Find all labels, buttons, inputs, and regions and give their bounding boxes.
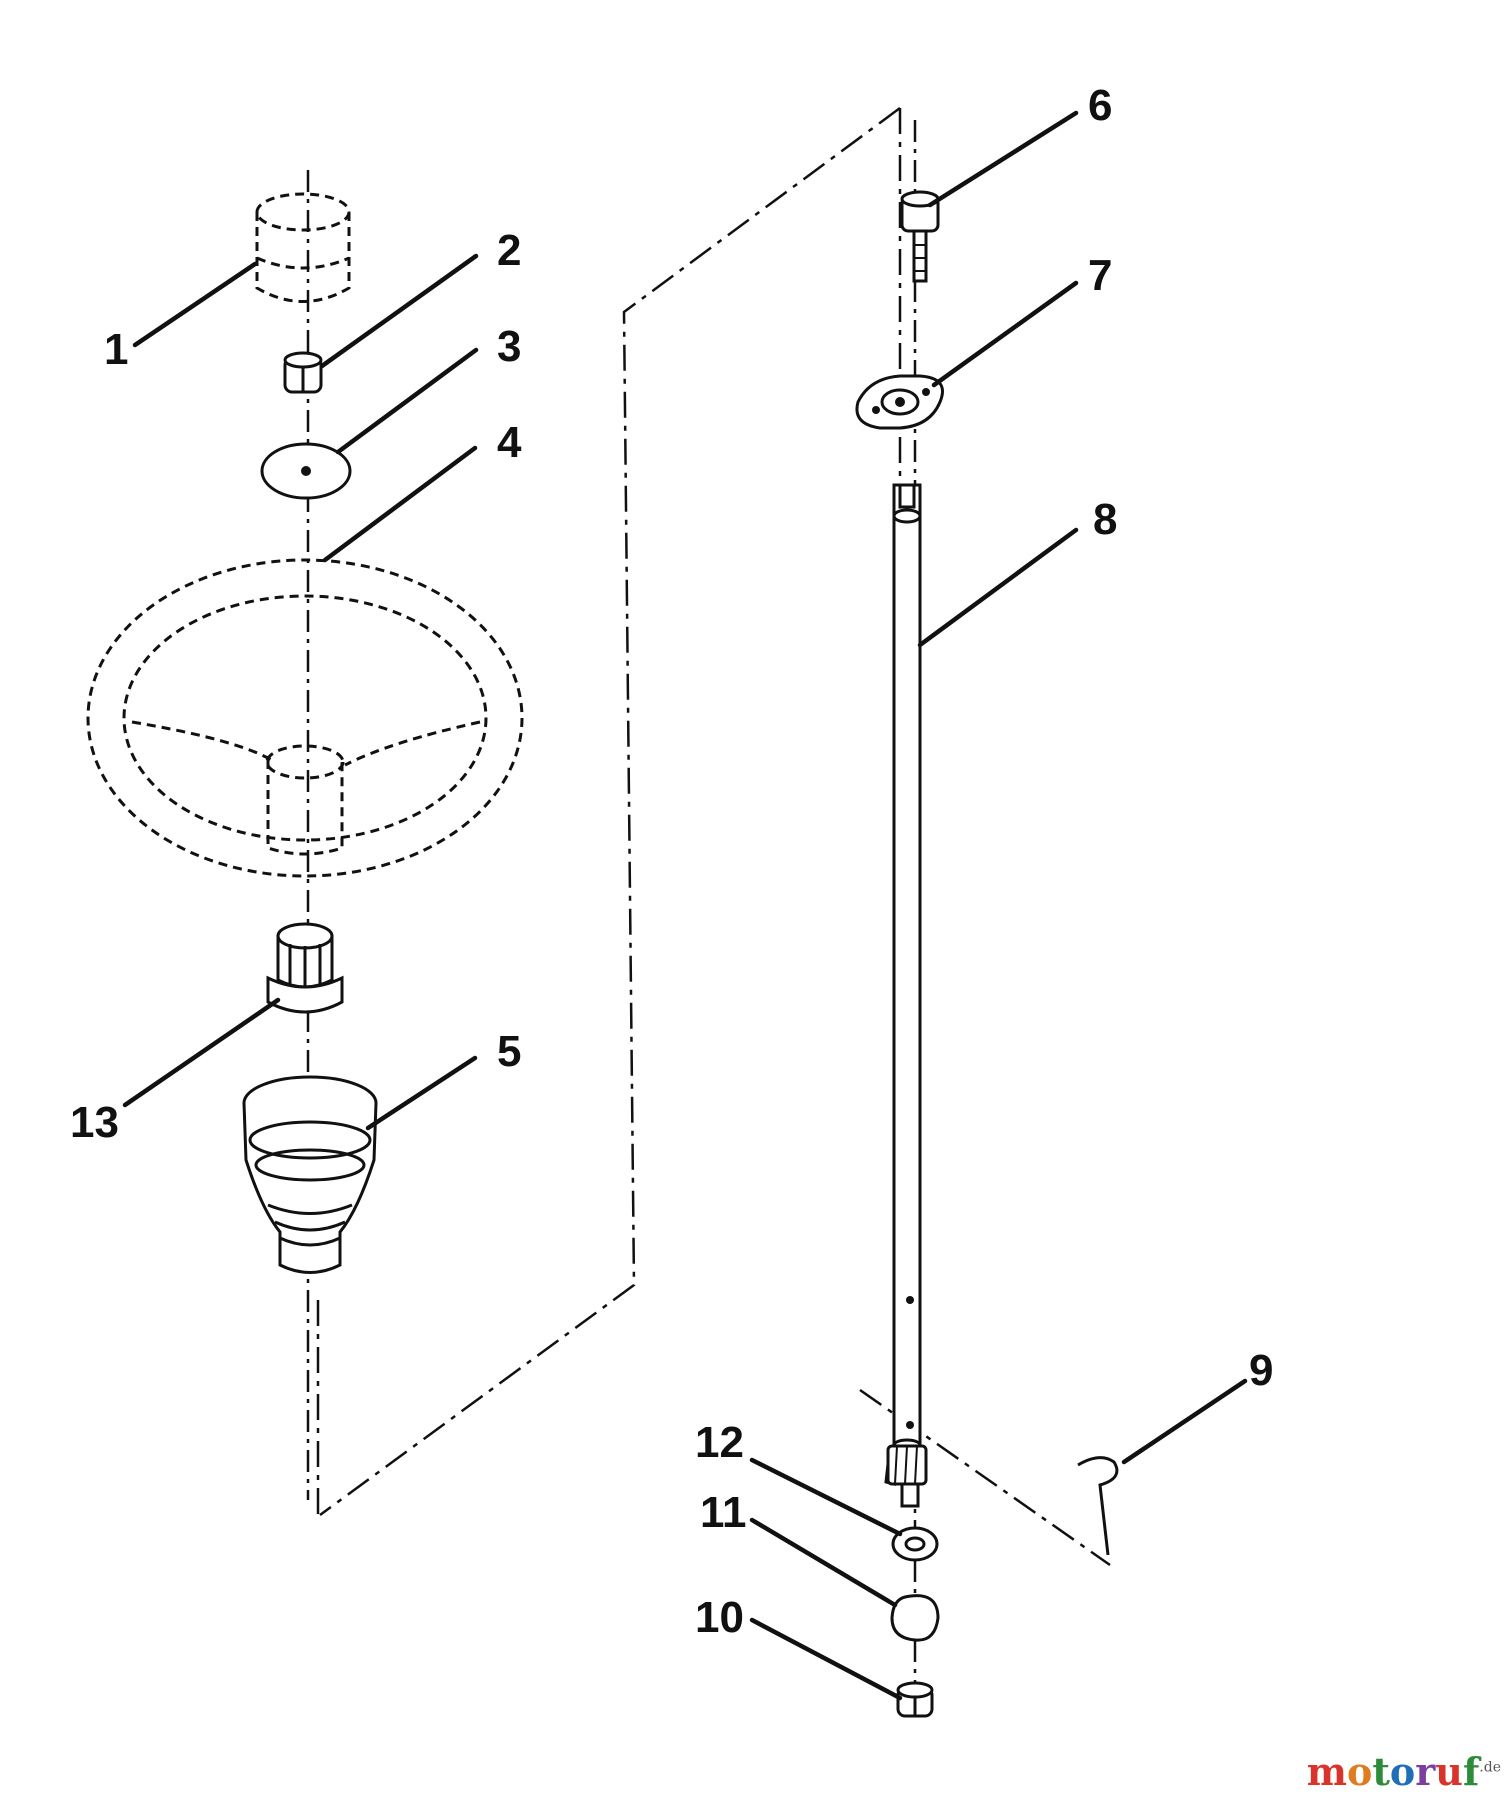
leader-2 (319, 253, 479, 369)
callout-11: 11 (700, 1488, 747, 1537)
leader-1 (132, 261, 258, 348)
part-3-washer (260, 442, 352, 500)
leader-13 (122, 997, 281, 1108)
callout-1: 1 (104, 325, 128, 374)
part-12-washer (891, 1526, 939, 1562)
leader-8 (917, 527, 1079, 648)
callout-13: 13 (70, 1098, 119, 1147)
part-6-bolt (900, 190, 940, 283)
leader-5 (365, 1055, 478, 1131)
leader-9 (1121, 1378, 1248, 1465)
part-10-nut (896, 1681, 934, 1718)
leader-3 (335, 347, 479, 455)
callout-5: 5 (497, 1027, 521, 1076)
watermark-letter: u (1435, 1749, 1463, 1794)
part-11-snap-ring (890, 1594, 940, 1642)
mounting-plane-outline (316, 106, 1111, 1567)
watermark-letter: t (1372, 1749, 1390, 1794)
callout-8: 8 (1093, 495, 1117, 544)
leader-lines (122, 110, 1248, 1701)
leader-11 (749, 1517, 898, 1608)
part-5-column-boot (242, 1075, 378, 1274)
callout-12: 12 (695, 1418, 744, 1467)
callout-4: 4 (497, 418, 522, 467)
pinion-gear (884, 1444, 928, 1508)
watermark-letter: o (1389, 1749, 1416, 1794)
watermark-letter: r (1415, 1749, 1436, 1794)
motoruf-watermark-logo: motoruf.de (1307, 1749, 1501, 1794)
leader-7 (931, 280, 1079, 388)
callout-3: 3 (497, 322, 521, 371)
callout-10: 10 (695, 1593, 744, 1642)
part-9-hairpin-clip (1077, 1456, 1119, 1556)
part-1-horn-cap (255, 192, 351, 303)
leader-10 (749, 1617, 903, 1701)
part-7-flange-bearing (855, 374, 944, 430)
part-8-steering-shaft (892, 483, 922, 1452)
part-13-spline-adapter (266, 922, 344, 1014)
watermark-wordmark: motoruf (1307, 1749, 1480, 1794)
watermark-letter: o (1346, 1749, 1373, 1794)
watermark-letter: f (1462, 1749, 1480, 1794)
callout-6: 6 (1088, 81, 1112, 130)
leader-6 (927, 110, 1079, 208)
part-4-steering-wheel (86, 558, 524, 878)
watermark-tld: .de (1479, 1759, 1501, 1776)
callout-7: 7 (1088, 251, 1112, 300)
callout-labels: 1 2 3 4 5 13 6 7 8 9 12 11 10 (70, 81, 1273, 1642)
leader-4 (322, 445, 478, 563)
callout-2: 2 (497, 226, 521, 275)
callout-9: 9 (1249, 1346, 1273, 1395)
part-2-nut (283, 351, 323, 394)
leader-12 (749, 1457, 903, 1537)
watermark-letter: m (1306, 1749, 1347, 1794)
